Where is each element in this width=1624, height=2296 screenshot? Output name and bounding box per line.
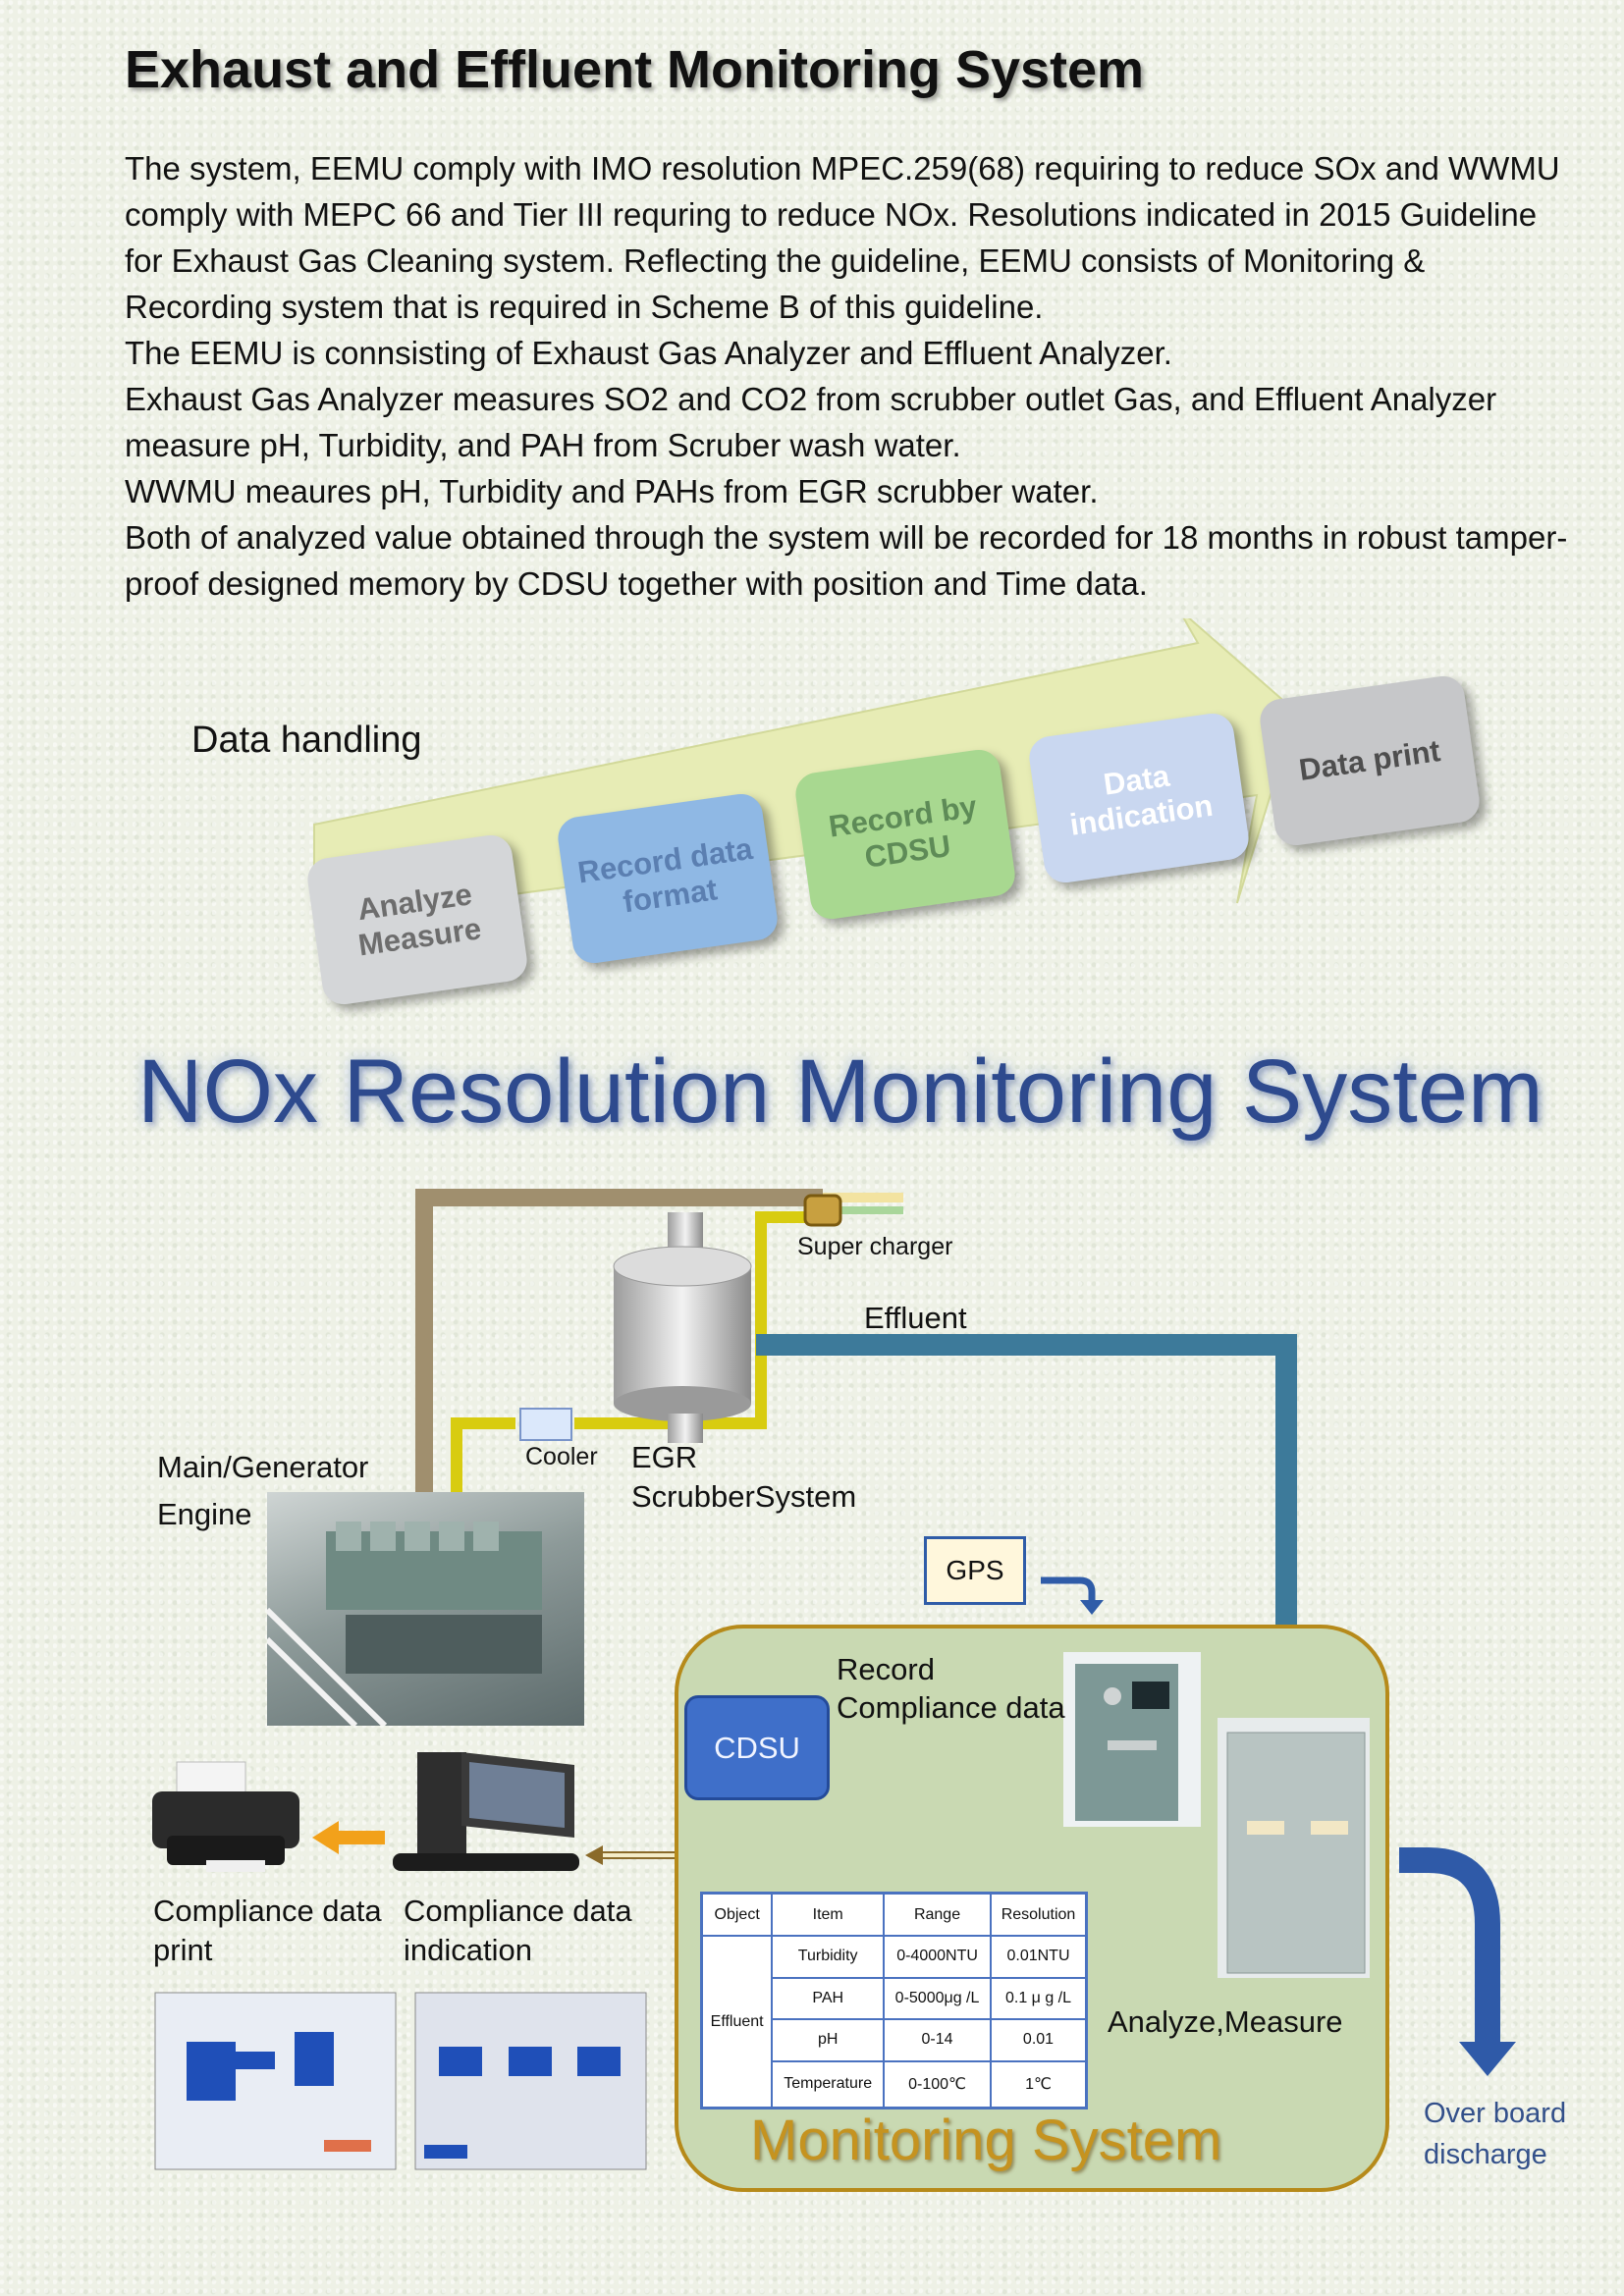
indication-label-line2: indication	[404, 1933, 532, 1967]
super-charger-label: Super charger	[797, 1233, 953, 1260]
table-cell: 1℃	[990, 2059, 1088, 2109]
record-label-line2: Compliance data	[837, 1690, 1065, 1725]
table-row: Temperature 0-100℃ 1℃	[702, 2059, 1088, 2109]
step-data-print: Data print	[1257, 673, 1483, 848]
gps-box: GPS	[924, 1536, 1026, 1605]
monitoring-system-label: Monitoring System	[750, 2109, 1222, 2172]
effluent-label: Effluent	[864, 1301, 967, 1335]
print-label-line2: print	[153, 1933, 213, 1967]
cooler-icon	[519, 1408, 572, 1441]
table-cell: Temperature	[771, 2059, 886, 2109]
specification-table: Object Item Range Resolution Effluent Tu…	[700, 1892, 1088, 2109]
egr-label-line2: ScrubberSystem	[631, 1479, 857, 1514]
table-cell: 0-100℃	[883, 2059, 992, 2109]
table-cell-object: Effluent	[700, 1935, 774, 2109]
analyze-measure-label: Analyze,Measure	[1108, 2004, 1343, 2039]
table-row: Effluent Turbidity 0-4000NTU 0.01NTU	[700, 1935, 1088, 2109]
effluent-pipe	[756, 1334, 1297, 1629]
table-cell: 0-5000μg /L	[883, 1976, 992, 2021]
table-cell: pH	[771, 2018, 886, 2062]
super-charger-icon	[803, 1194, 842, 1227]
data-handling-label: Data handling	[191, 720, 422, 761]
record-label-line1: Record	[837, 1652, 935, 1686]
egr-label-line1: EGR	[631, 1440, 698, 1474]
table-header-row: Object Item Range Resolution	[700, 1892, 1088, 1938]
table-header: Object	[700, 1892, 774, 1938]
exhaust-pipe	[415, 1189, 823, 1492]
printer-icon	[152, 1761, 299, 1872]
gps-arrow	[1041, 1576, 1096, 1602]
table-row: PAH 0-5000μg /L 0.1 μ g /L	[702, 1976, 1088, 2021]
table-cell: 0-14	[883, 2018, 992, 2062]
engine-label-line1: Main/Generator	[157, 1450, 369, 1484]
nox-section-title: NOx Resolution Monitoring System	[137, 1041, 1543, 1142]
table-header: Range	[883, 1892, 992, 1938]
table-cell: 0.01NTU	[990, 1935, 1088, 1979]
piping-diagram	[152, 1189, 1516, 2170]
cooler-label: Cooler	[525, 1443, 598, 1470]
egr-pipe	[451, 1417, 515, 1502]
table-row: pH 0-14 0.01	[702, 2018, 1088, 2062]
table-cell: Turbidity	[771, 1935, 886, 1979]
table-cell: 0-4000NTU	[883, 1935, 992, 1979]
engine-label-line2: Engine	[157, 1497, 252, 1531]
page-title: Exhaust and Effluent Monitoring System	[125, 40, 1145, 99]
overboard-arrow	[1399, 1847, 1500, 2047]
egr-scrubber-icon	[614, 1266, 751, 1404]
cdsu-box: CDSU	[684, 1695, 830, 1800]
overboard-label-line2: discharge	[1424, 2139, 1547, 2170]
print-label-line1: Compliance data	[153, 1894, 382, 1928]
table-header: Item	[771, 1892, 886, 1938]
overboard-label-line1: Over board	[1424, 2098, 1567, 2129]
engine-photo	[267, 1492, 584, 1726]
table-header: Resolution	[990, 1892, 1088, 1938]
screen-thumbnail-2	[414, 1992, 647, 2170]
table-cell: PAH	[771, 1976, 886, 2021]
intro-paragraph: The EEMU is connsisting of Exhaust Gas A…	[125, 335, 1172, 371]
computer-icon	[393, 1752, 579, 1871]
indication-label-line1: Compliance data	[404, 1894, 632, 1928]
table-cell: 0.01	[990, 2018, 1088, 2062]
intro-paragraph: Both of analyzed value obtained through …	[125, 519, 1568, 602]
intro-paragraph: WWMU meaures pH, Turbidity and PAHs from…	[125, 473, 1099, 509]
intro-paragraph: Exhaust Gas Analyzer measures SO2 and CO…	[125, 381, 1497, 463]
table-cell: 0.1 μ g /L	[990, 1976, 1088, 2021]
analyzer-cabinet-photo	[1063, 1652, 1201, 1827]
intro-paragraph: The system, EEMU comply with IMO resolut…	[125, 150, 1560, 325]
intro-text: The system, EEMU comply with IMO resolut…	[125, 145, 1578, 607]
analyzer-measure-photo	[1218, 1718, 1370, 1978]
